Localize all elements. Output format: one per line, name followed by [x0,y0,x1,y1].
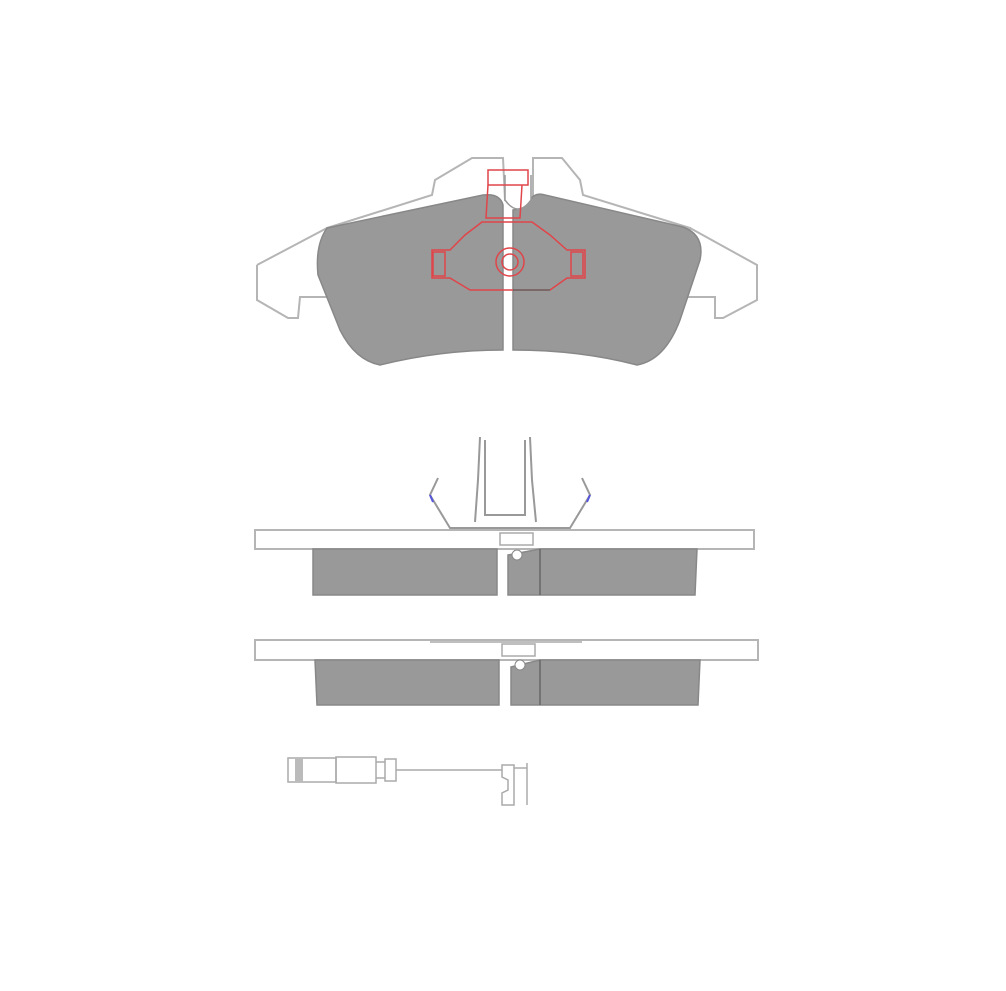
wear-sensor [287,756,528,806]
side-view-pad [254,639,759,706]
friction-material-right [512,193,702,366]
sensor-hole [514,659,526,671]
sensor-hole [511,549,523,561]
sensor-notch [504,175,532,210]
friction-material [312,548,698,596]
backing-plate-outline-left [256,227,328,266]
front-view-pad [256,157,758,366]
side-view-pad-with-clip [254,436,755,596]
spring-clip [428,436,592,529]
friction-material-left [316,193,504,366]
friction-material [314,659,701,706]
